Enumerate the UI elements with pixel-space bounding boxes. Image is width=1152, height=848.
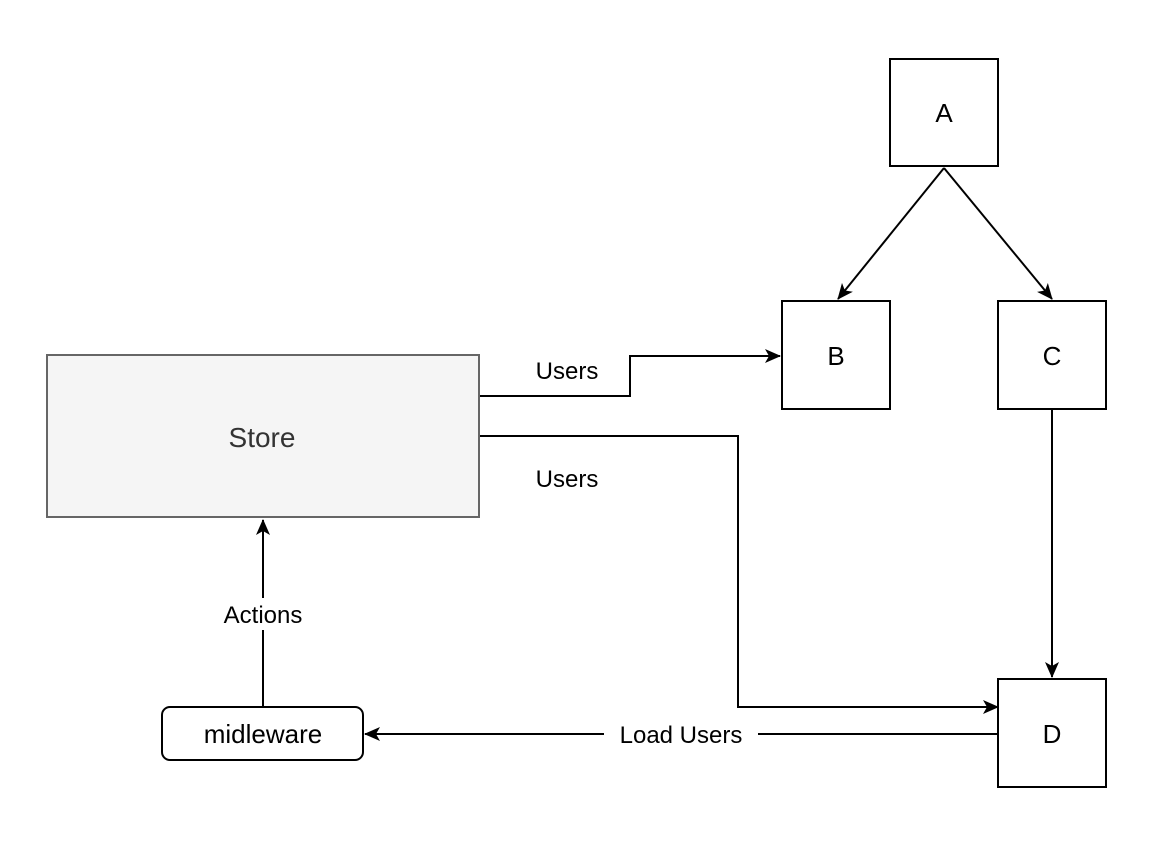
edge-a-to-c xyxy=(943,167,1053,300)
edge-label-middleware-to-store: Actions xyxy=(224,602,303,629)
edge-label-store-to-d: Users xyxy=(536,466,599,493)
edge-label-bg-actions xyxy=(212,598,314,630)
node-d[interactable]: D xyxy=(997,678,1107,788)
edge-label-d-to-middleware: Load Users xyxy=(620,722,743,749)
node-store-label: Store xyxy=(229,422,296,453)
node-middleware[interactable]: midleware xyxy=(161,706,364,761)
node-middleware-label: midleware xyxy=(204,719,323,749)
node-c[interactable]: C xyxy=(997,300,1107,410)
node-a[interactable]: A xyxy=(889,58,999,167)
node-c-label: C xyxy=(1043,341,1062,371)
node-d-label: D xyxy=(1043,719,1062,749)
edge-label-store-to-b: Users xyxy=(536,358,599,385)
node-store[interactable]: Store xyxy=(46,354,480,518)
edge-store-to-b xyxy=(480,349,781,397)
edge-a-to-b xyxy=(837,167,945,300)
edge-store-to-d xyxy=(480,435,999,714)
node-a-label: A xyxy=(935,98,953,128)
node-b-label: B xyxy=(827,341,844,371)
node-b[interactable]: B xyxy=(781,300,891,410)
edge-label-bg-load-users xyxy=(604,718,758,750)
